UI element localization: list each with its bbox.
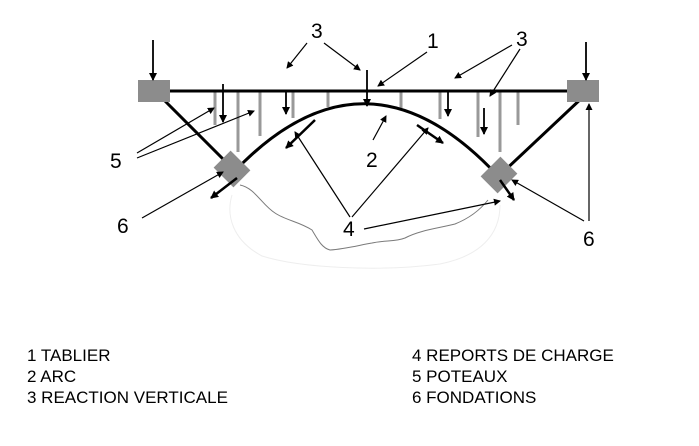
- leader-lines: [136, 42, 593, 230]
- callout-posts: 5: [110, 150, 122, 173]
- callout-arch: 2: [366, 149, 378, 172]
- valley-outline: [239, 184, 489, 251]
- legend-item-load-transfer: 4 REPORTS DE CHARGE: [412, 346, 614, 365]
- callout-deck: 1: [427, 30, 439, 53]
- legend-right: 4 REPORTS DE CHARGE 5 POTEAUX 6 FONDATIO…: [412, 345, 614, 408]
- load-transfer-arrows: [210, 119, 516, 201]
- legend-item-deck: 1 TABLIER: [27, 346, 111, 365]
- deck-end-block-right: [567, 80, 599, 102]
- callout-reaction-right: 3: [516, 28, 528, 51]
- legend-item-posts: 5 POTEAUX: [412, 367, 508, 386]
- valley-faint-outline: [229, 194, 501, 269]
- callout-foundations-right: 6: [583, 228, 595, 251]
- foundation-block-left: [213, 150, 251, 188]
- reaction-arrows: [149, 40, 590, 135]
- legend-item-arch: 2 ARC: [27, 367, 77, 386]
- deck-end-block-left: [138, 80, 170, 102]
- strut-right: [498, 94, 586, 177]
- legend-item-foundations: 6 FONDATIONS: [412, 388, 537, 407]
- legend-item-reaction: 3 REACTION VERTICALE: [27, 388, 228, 407]
- callout-reaction-left: 3: [311, 20, 323, 43]
- callout-foundations-left: 6: [117, 215, 129, 238]
- legend-left: 1 TABLIER 2 ARC 3 REACTION VERTICALE: [27, 345, 228, 408]
- callout-load-transfer: 4: [343, 218, 355, 241]
- strut-left: [158, 94, 236, 172]
- posts: [213, 90, 520, 152]
- foundation-block-right: [480, 156, 518, 194]
